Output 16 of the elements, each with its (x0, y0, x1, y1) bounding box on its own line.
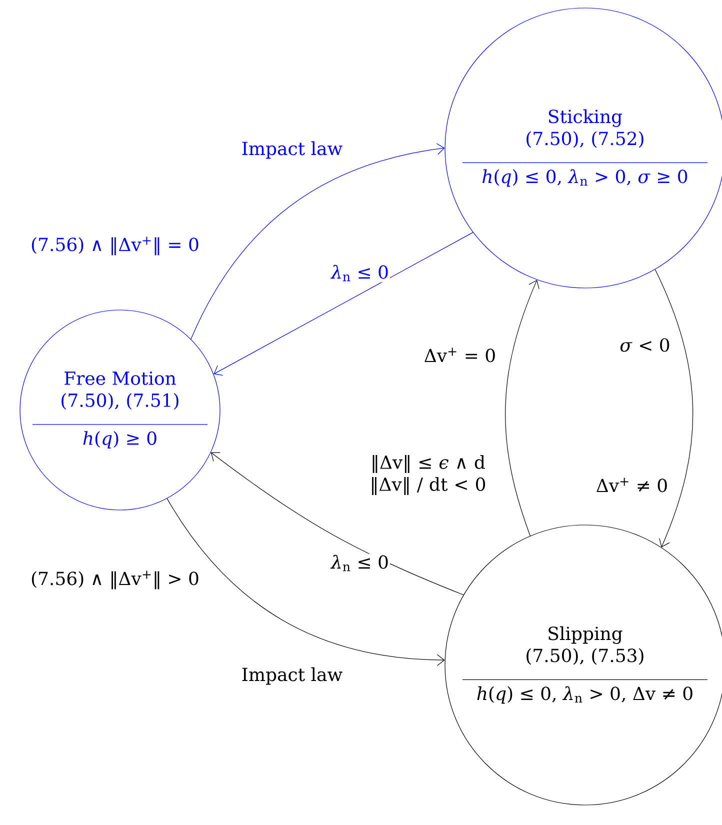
condition-label: (7.56) ∧ ‖Δv$^{+}$‖ > 0 (32, 570, 198, 590)
arrow (166, 498, 445, 666)
edge-label: λ$_{n}$ ≤ 0 (330, 264, 390, 282)
edge-label: Impact law (240, 140, 344, 160)
edge-label: Impact law (240, 666, 344, 686)
condition-label: (7.56) ∧ ‖Δv$^{+}$‖ = 0 (32, 236, 198, 256)
arrow (654, 269, 694, 548)
condition-label: σ < 0 (620, 338, 670, 352)
arrow (210, 452, 464, 596)
condition-label: ‖Δv‖ ≤ ϵ ∧ d ‖Δv‖ / dt < 0 (372, 455, 486, 495)
arrow (214, 232, 474, 376)
edge-label: λ$_{n}$ ≤ 0 (330, 554, 390, 572)
arrow (505, 280, 540, 536)
edge-label: Δv$^{+}$ ≠ 0 (594, 476, 670, 494)
arrow (190, 143, 445, 340)
edge-label: Δv$^{+}$ = 0 (422, 346, 498, 364)
